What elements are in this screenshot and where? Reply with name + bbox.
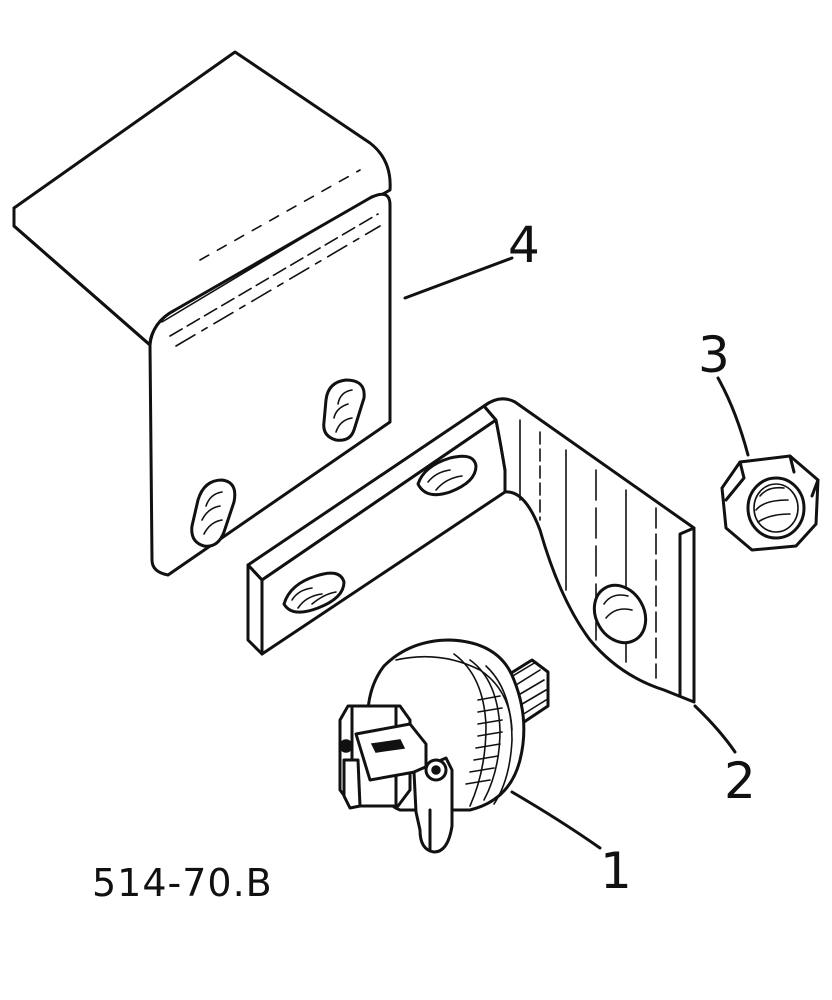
switch — [338, 638, 550, 854]
callout-2: 2 — [724, 752, 756, 810]
angle-bracket — [246, 397, 696, 704]
bracket-slot-right — [416, 454, 478, 497]
callout-3: 3 — [698, 326, 730, 384]
callout-1: 1 — [600, 842, 632, 900]
leader-line-4 — [403, 256, 514, 300]
drawing-code: 514-70.B — [92, 861, 273, 905]
bracket-slot-left — [282, 571, 346, 614]
mounting-plate — [12, 50, 392, 577]
plate-slot-upper — [322, 378, 366, 442]
bracket-hole — [592, 583, 648, 645]
plate-slot-lower — [190, 478, 237, 548]
leader-line-1 — [510, 790, 602, 850]
leader-line-3 — [716, 376, 750, 457]
leader-line-2 — [693, 704, 737, 754]
callout-4: 4 — [508, 216, 540, 274]
hex-nut — [720, 454, 820, 552]
